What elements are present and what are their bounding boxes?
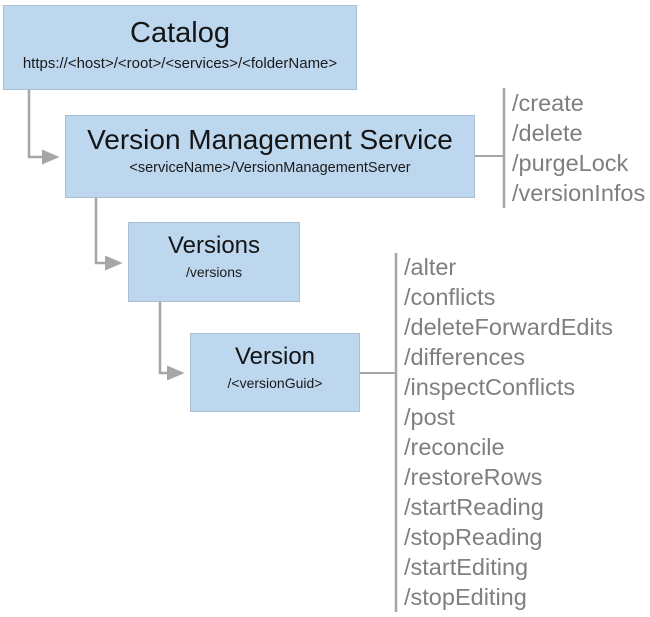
operation-list-version-management-service: /create/delete/purgeLock/versionInfos [512, 88, 645, 208]
operation-item[interactable]: /inspectConflicts [404, 374, 576, 400]
operation-item[interactable]: /alter [404, 254, 457, 280]
connector-vms-to-operations [475, 88, 506, 208]
connector-vms-to-versions [94, 198, 123, 271]
node-versions-subtitle: /versions [185, 264, 243, 281]
operation-item[interactable]: /startReading [404, 494, 544, 520]
node-catalog-subtitle: https://<host>/<root>/<services>/<folder… [22, 54, 338, 72]
operation-item[interactable]: /stopReading [404, 524, 543, 550]
node-versions-title: Versions [167, 232, 261, 259]
connector-versions-to-version [158, 302, 185, 381]
operation-item[interactable]: /delete [512, 120, 583, 146]
connector-catalog-to-vms [27, 90, 60, 165]
connector-version-to-operations [360, 253, 398, 612]
operation-item[interactable]: /stopEditing [404, 584, 527, 610]
operation-item[interactable]: /startEditing [404, 554, 529, 580]
node-version[interactable]: Version /<versionGuid> [190, 333, 360, 412]
node-version-title: Version [234, 343, 316, 370]
node-version-management-service-subtitle: <serviceName>/VersionManagementServer [129, 159, 411, 176]
operation-item[interactable]: /conflicts [404, 284, 496, 310]
node-version-subtitle: /<versionGuid> [227, 375, 323, 392]
operation-item[interactable]: /restoreRows [404, 464, 543, 490]
operation-item[interactable]: /post [404, 404, 455, 430]
node-catalog[interactable]: Catalog https://<host>/<root>/<services>… [3, 5, 357, 90]
operation-item[interactable]: /versionInfos [512, 180, 646, 206]
operation-item[interactable]: /purgeLock [512, 150, 629, 176]
node-catalog-title: Catalog [130, 17, 230, 49]
operation-item[interactable]: /deleteForwardEdits [404, 314, 613, 340]
operation-item[interactable]: /create [512, 90, 584, 116]
operation-item[interactable]: /reconcile [404, 434, 505, 460]
node-version-management-service-title: Version Management Service [87, 124, 453, 155]
operation-list-version: /alter/conflicts/deleteForwardEdits/diff… [404, 252, 613, 612]
node-versions[interactable]: Versions /versions [128, 222, 300, 302]
node-version-management-service[interactable]: Version Management Service <serviceName>… [65, 115, 475, 198]
operation-item[interactable]: /differences [404, 344, 526, 370]
